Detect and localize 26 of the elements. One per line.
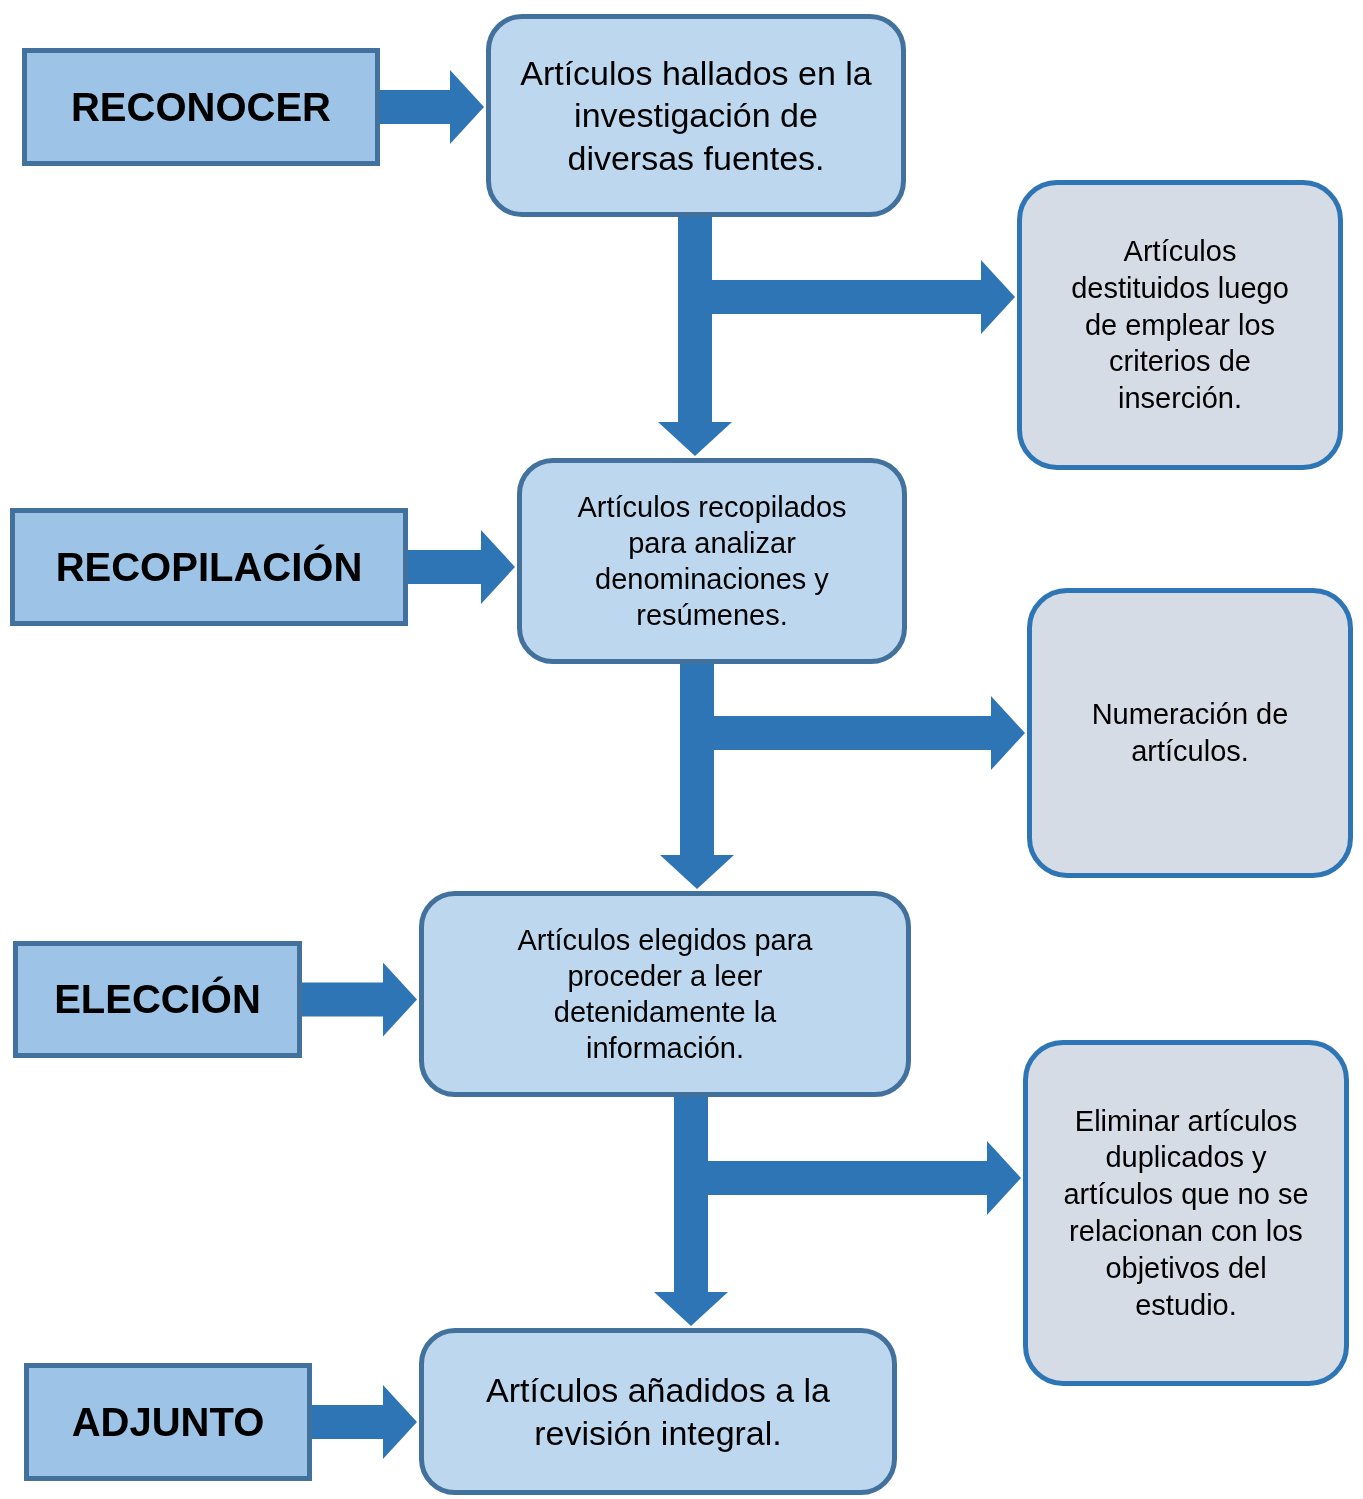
block-arrow xyxy=(408,530,515,604)
box-text: Artículos añadidos a la revisión integral. xyxy=(485,1370,831,1454)
process-box xyxy=(517,458,907,664)
process-box xyxy=(419,1328,897,1495)
process-box xyxy=(419,891,911,1097)
box-text: Artículos destituidos luego de emplear los criterios de inserción. xyxy=(1070,233,1290,417)
block-arrow xyxy=(312,1385,417,1459)
stage-box xyxy=(24,1363,312,1481)
process-box xyxy=(486,14,906,217)
note-box xyxy=(1027,588,1353,878)
box-text: ADJUNTO xyxy=(71,1399,265,1445)
box-text: RECONOCER xyxy=(71,84,331,130)
box-text: Eliminar artículos duplicados y artículos que no se relacionan con los objetivos del estudio. xyxy=(1062,1103,1310,1323)
block-arrow xyxy=(302,962,417,1037)
note-box xyxy=(1017,180,1343,470)
note-box xyxy=(1023,1040,1349,1386)
box-text: Artículos hallados en la investigación de diversas fuentes. xyxy=(519,52,873,179)
stage-box xyxy=(13,941,302,1058)
stage-box xyxy=(10,508,408,626)
box-text: Numeración de artículos. xyxy=(1090,697,1290,769)
box-text: Artículos elegidos para proceder a leer detenidamente la información. xyxy=(516,922,814,1067)
stage-box xyxy=(22,48,380,166)
box-text: ELECCIÓN xyxy=(54,977,261,1022)
block-arrow xyxy=(380,70,484,144)
box-text: RECOPILACIÓN xyxy=(55,544,363,590)
box-text: Artículos recopilados para analizar denominaciones y resúmenes. xyxy=(576,489,848,634)
